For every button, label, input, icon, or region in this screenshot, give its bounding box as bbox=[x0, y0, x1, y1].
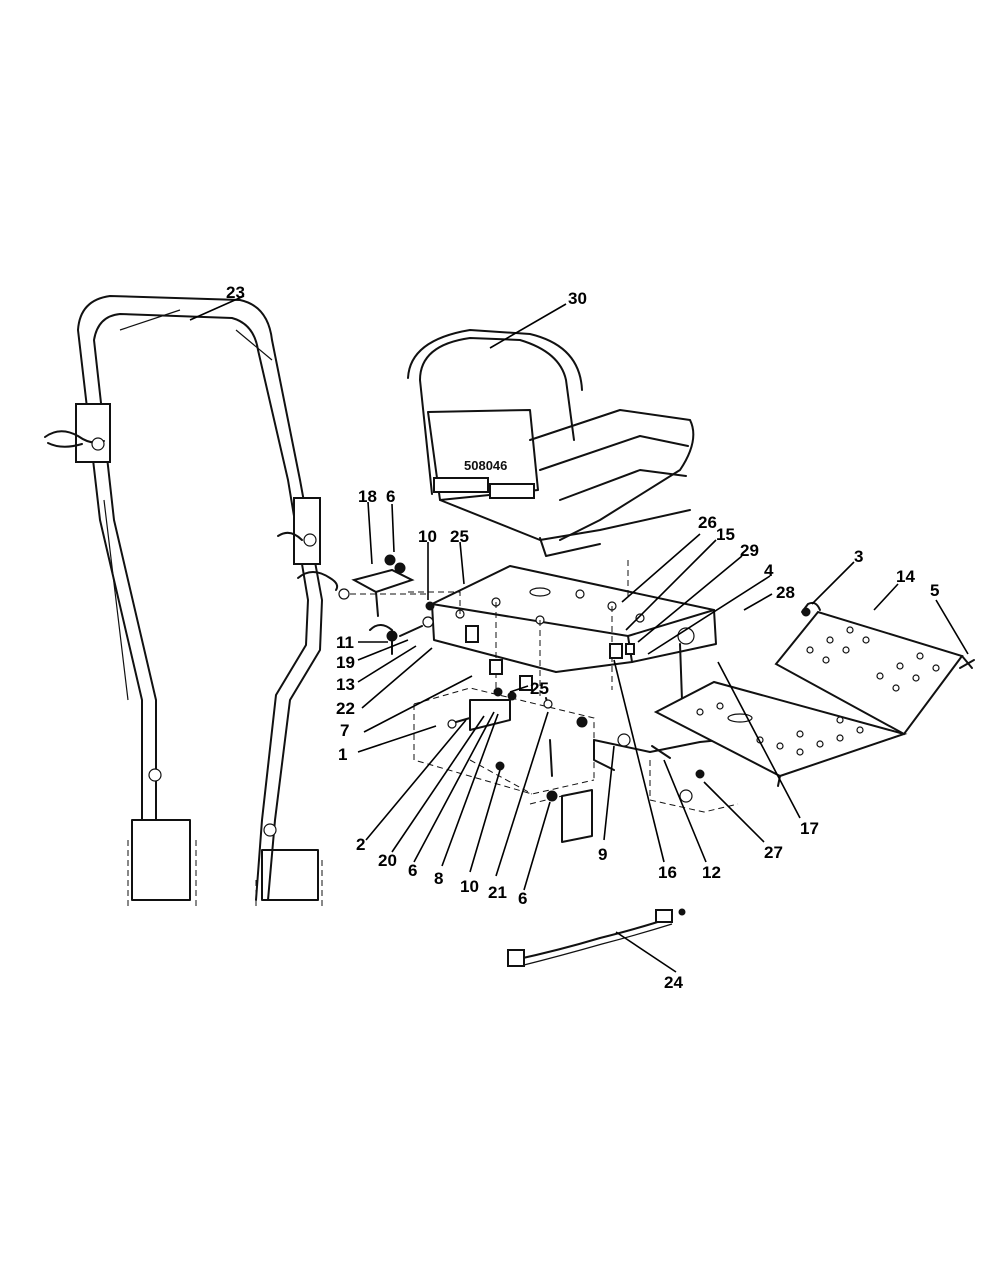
callout-labels: 23 30 18 6 10 25 26 15 29 4 28 3 14 5 11… bbox=[226, 283, 939, 992]
callout-26: 26 bbox=[698, 513, 717, 532]
seat-support-frame bbox=[413, 687, 739, 843]
callout-11: 11 bbox=[336, 633, 354, 652]
callout-12: 12 bbox=[702, 863, 721, 882]
callout-9: 9 bbox=[598, 845, 607, 864]
callout-10: 10 bbox=[418, 527, 437, 546]
callout-15: 15 bbox=[716, 525, 735, 544]
seat-part-marking: 508046 bbox=[464, 458, 507, 473]
callout-10-lower: 10 bbox=[460, 877, 479, 896]
callout-25-lower: 25 bbox=[530, 679, 549, 698]
callout-14: 14 bbox=[896, 567, 915, 586]
callout-29: 29 bbox=[740, 541, 759, 560]
callout-5: 5 bbox=[930, 581, 939, 600]
callout-13: 13 bbox=[336, 675, 355, 694]
bracket-18 bbox=[338, 554, 435, 655]
callout-17: 17 bbox=[800, 819, 819, 838]
seat: 508046 bbox=[407, 329, 695, 557]
callout-21: 21 bbox=[488, 883, 507, 902]
standoffs bbox=[465, 625, 695, 701]
callout-25: 25 bbox=[450, 527, 469, 546]
callout-16: 16 bbox=[658, 863, 677, 882]
roll-bar bbox=[44, 295, 339, 910]
callout-1: 1 bbox=[338, 745, 347, 764]
callout-18: 18 bbox=[358, 487, 377, 506]
callout-6-mid: 6 bbox=[408, 861, 417, 880]
callout-6: 6 bbox=[386, 487, 395, 506]
callout-19: 19 bbox=[336, 653, 355, 672]
foot-plate bbox=[653, 601, 975, 787]
callout-7: 7 bbox=[340, 721, 349, 740]
seat-pan bbox=[408, 560, 717, 700]
leader-lines bbox=[189, 295, 969, 973]
callout-23: 23 bbox=[226, 283, 245, 302]
callout-24: 24 bbox=[664, 973, 683, 992]
callout-30: 30 bbox=[568, 289, 587, 308]
callout-6-lower: 6 bbox=[518, 889, 527, 908]
callout-27: 27 bbox=[764, 843, 783, 862]
callout-28: 28 bbox=[776, 583, 795, 602]
callout-20: 20 bbox=[378, 851, 397, 870]
callout-4: 4 bbox=[764, 561, 774, 580]
callout-2: 2 bbox=[356, 835, 365, 854]
wire-harness bbox=[507, 908, 686, 967]
callout-22: 22 bbox=[336, 699, 355, 718]
callout-3: 3 bbox=[854, 547, 863, 566]
callout-8: 8 bbox=[434, 869, 443, 888]
